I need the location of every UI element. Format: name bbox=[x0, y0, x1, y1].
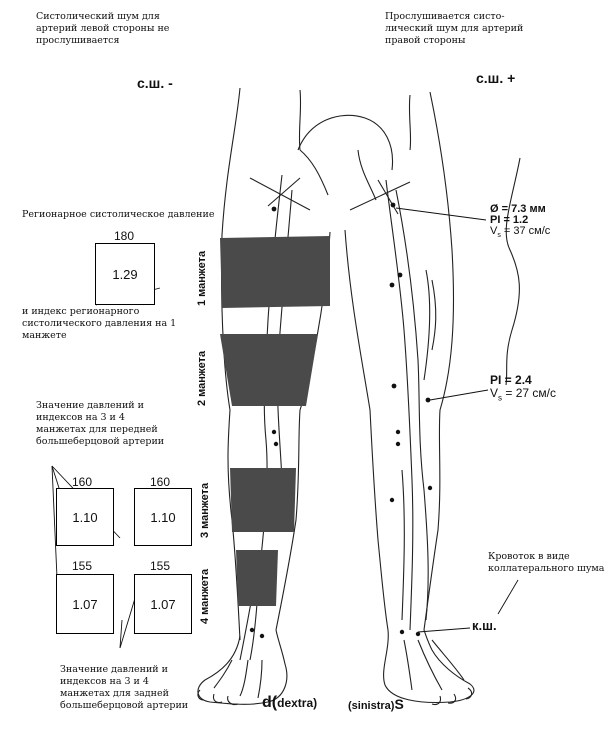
left-artery-1 bbox=[385, 179, 414, 631]
lower-pi: PI = 2.4 bbox=[490, 373, 532, 387]
right-side-label: d(dextra) bbox=[262, 694, 318, 711]
cuff-box-3-index: 1.07 bbox=[72, 596, 98, 612]
cuff-2 bbox=[220, 334, 318, 406]
right-foot bbox=[197, 629, 288, 705]
regional-pressure: 180 bbox=[114, 229, 135, 243]
collateral-label: к.ш. bbox=[472, 618, 497, 633]
cuff-box-1-pressure: 160 bbox=[72, 475, 93, 489]
cuff-label-2: 2 манжета bbox=[196, 350, 208, 406]
regional-title: Регионарное систолическое давление bbox=[22, 209, 215, 220]
left-artery-3 bbox=[401, 469, 405, 621]
groin-curve bbox=[357, 149, 377, 201]
bracket-line bbox=[505, 157, 521, 386]
murmur-right-note: Прослушивается систо-лический шум для ар… bbox=[385, 11, 524, 46]
cuff-3 bbox=[230, 468, 296, 532]
right-inguinal-cross bbox=[249, 177, 311, 211]
post-leader-1 bbox=[119, 619, 123, 649]
hip-arc bbox=[299, 149, 329, 196]
left-foot-vessels bbox=[403, 639, 465, 691]
upper-pi: PI = 1.2 bbox=[490, 214, 529, 226]
right-leg-inner bbox=[275, 231, 331, 631]
left-leg-inner bbox=[344, 229, 389, 631]
regional-index-note: и индекс регионарного систолического дав… bbox=[22, 306, 177, 341]
cuff-1 bbox=[220, 236, 330, 308]
cuff-label-4: 4 манжета bbox=[199, 568, 211, 624]
cuff-box-4: 1.07 bbox=[134, 574, 192, 634]
cuff-label-3: 3 манжета bbox=[199, 482, 211, 538]
upper-diameter: Ø = 7.3 мм bbox=[490, 203, 546, 215]
right-hip-outline bbox=[221, 87, 241, 236]
left-collateral bbox=[423, 269, 437, 381]
left-side-label: (sinistra)S bbox=[348, 696, 404, 712]
right-foot-vessels bbox=[213, 659, 263, 699]
lower-vs: Vs = 27 см/с bbox=[490, 386, 556, 403]
left-artery-2 bbox=[395, 189, 429, 621]
lower-measure: PI = 2.4 Vs = 27 см/с bbox=[490, 374, 556, 404]
cuff-box-1: 1.10 bbox=[56, 488, 114, 546]
cuff-box-2: 1.10 bbox=[134, 488, 192, 546]
crotch-outline bbox=[297, 114, 394, 171]
kw-leader bbox=[417, 627, 471, 633]
left-leg-outer bbox=[423, 249, 455, 631]
regional-index: 1.29 bbox=[112, 266, 138, 282]
collateral-note: Кровоток в виде коллатерального шума bbox=[488, 551, 605, 574]
waist-curve-2 bbox=[408, 94, 412, 151]
posterior-note: Значение давлений и индексов на 3 и 4 ма… bbox=[60, 664, 189, 711]
collateral-leader bbox=[497, 579, 519, 615]
cuff-box-2-pressure: 160 bbox=[150, 475, 171, 489]
left-foot bbox=[383, 629, 475, 703]
right-leg-outer bbox=[221, 234, 241, 641]
left-inguinal-cross bbox=[349, 179, 411, 215]
murmur-left-note: Систолический шум для артерий левой стор… bbox=[36, 11, 170, 46]
upper-measure: Ø = 7.3 мм PI = 1.2 Vs = 37 см/с bbox=[490, 204, 550, 241]
left-hip-outline bbox=[429, 91, 453, 251]
cuff-box-4-index: 1.07 bbox=[150, 596, 176, 612]
cuff-box-3-pressure: 155 bbox=[72, 559, 93, 573]
cuff-label-1: 1 манжета bbox=[196, 250, 208, 306]
regional-index-box: 1.29 bbox=[95, 243, 155, 305]
cuff-4 bbox=[236, 550, 278, 606]
cuff-box-2-index: 1.10 bbox=[150, 509, 176, 525]
anterior-note: Значение давлений и индексов на 3 и 4 ма… bbox=[36, 400, 165, 447]
upper-vs: Vs = 37 см/с bbox=[490, 225, 551, 240]
vessel-dots bbox=[249, 202, 433, 639]
lower-measure-leader bbox=[429, 389, 489, 401]
murmur-right-label: с.ш. + bbox=[476, 70, 516, 86]
upper-measure-leader bbox=[395, 207, 487, 221]
cuff-box-3: 1.07 bbox=[56, 574, 114, 634]
cuff-box-1-index: 1.10 bbox=[72, 509, 98, 525]
murmur-left-label: с.ш. - bbox=[137, 75, 173, 91]
waist-curve bbox=[298, 89, 302, 151]
cuff-bands bbox=[220, 236, 330, 606]
cuff-box-4-pressure: 155 bbox=[150, 559, 171, 573]
